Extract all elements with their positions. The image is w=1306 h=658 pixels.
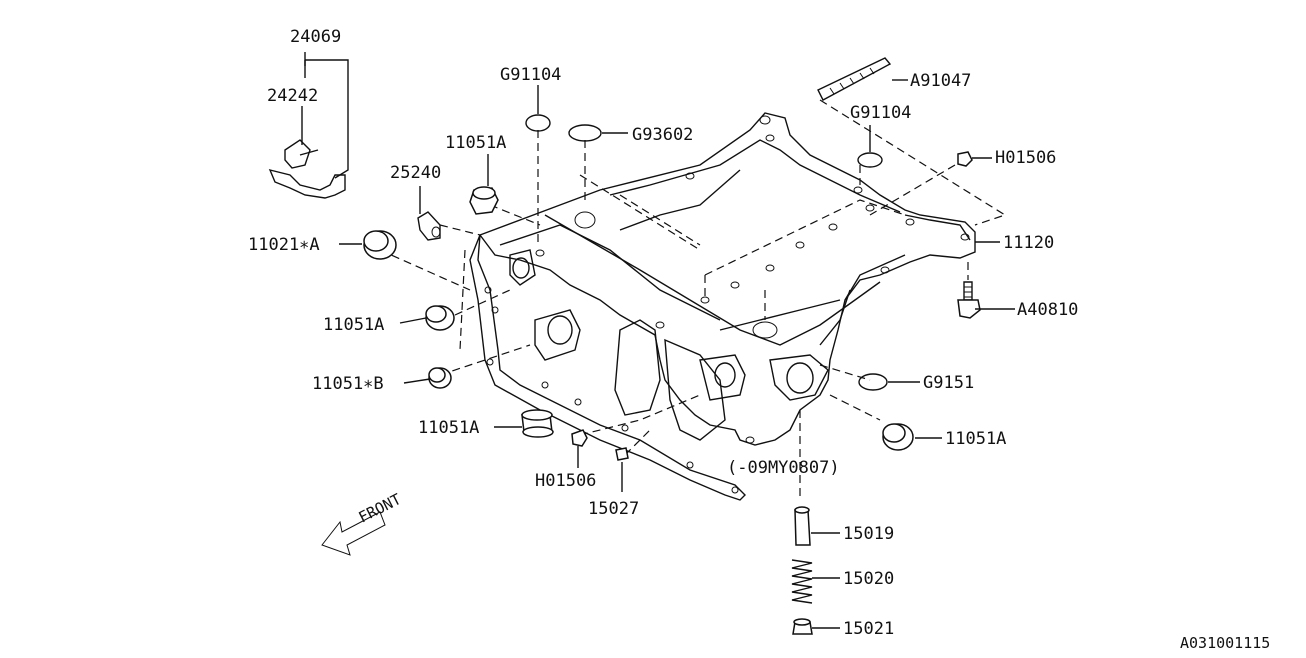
label-11051a-left: 11051A: [323, 315, 384, 335]
stud-a91047[interactable]: [817, 57, 892, 101]
plug-11021a[interactable]: [363, 230, 397, 260]
diagram-id: A031001115: [1180, 634, 1270, 652]
label-h01506-top: H01506: [995, 148, 1056, 168]
part-labels: 24069 24242 25240 11021∗A 11051A 11051A …: [248, 27, 1270, 652]
label-g91104-right: G91104: [850, 103, 911, 123]
label-g9151: G9151: [923, 373, 974, 393]
reference-lines: [379, 99, 1007, 500]
leader-lines: [301, 52, 1015, 629]
label-11051a-right: 11051A: [945, 429, 1006, 449]
label-24069: 24069: [290, 27, 341, 47]
crossmember-frame: [469, 112, 976, 501]
plug-11051a-right[interactable]: [882, 423, 914, 451]
plug-11051a-left[interactable]: [425, 305, 455, 331]
label-11021a: 11021∗A: [248, 235, 320, 255]
label-a40810: A40810: [1017, 300, 1078, 320]
label-25240: 25240: [390, 163, 441, 183]
plug-15021[interactable]: [792, 618, 813, 635]
o-ring-g91104-top[interactable]: [525, 85, 551, 132]
front-label: FRONT: [356, 490, 404, 527]
spring-15020[interactable]: [791, 559, 813, 604]
fitting-15027[interactable]: [615, 447, 629, 461]
label-g93602: G93602: [632, 125, 693, 145]
relief-valve-15019[interactable]: [794, 506, 811, 546]
label-15019: 15019: [843, 524, 894, 544]
bolt-a40810[interactable]: [957, 281, 981, 319]
label-24242: 24242: [267, 86, 318, 106]
label-11051b: 11051∗B: [312, 374, 384, 394]
nut-h01506-bottom[interactable]: [571, 429, 588, 447]
label-11120: 11120: [1003, 233, 1054, 253]
bolt-holes: [484, 115, 970, 494]
label-a91047: A91047: [910, 71, 971, 91]
front-arrow-icon: FRONT: [321, 490, 404, 556]
plug-11051b[interactable]: [428, 367, 452, 389]
oil-level-gauge[interactable]: [268, 139, 346, 199]
o-ring-g91104-right[interactable]: [857, 152, 883, 168]
label-11051a-top: 11051A: [445, 133, 506, 153]
oil-pressure-switch[interactable]: [417, 211, 441, 241]
o-ring-g9151[interactable]: [858, 373, 888, 391]
label-h01506-bottom: H01506: [535, 471, 596, 491]
label-15021: 15021: [843, 619, 894, 639]
o-ring-g93602[interactable]: [568, 124, 602, 142]
note-model-year: (-09MY0807): [727, 458, 840, 478]
label-11051a-bottom: 11051A: [418, 418, 479, 438]
label-g91104-top: G91104: [500, 65, 561, 85]
nut-h01506-top[interactable]: [957, 151, 973, 167]
label-15020: 15020: [843, 569, 894, 589]
plug-11051a-bottom[interactable]: [521, 409, 554, 438]
label-15027: 15027: [588, 499, 639, 519]
plug-11051a-top[interactable]: [469, 186, 499, 215]
